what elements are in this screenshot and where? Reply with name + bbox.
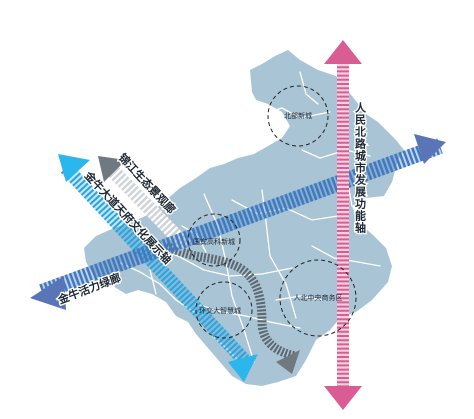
jinjiang-corridor-band <box>106 165 192 251</box>
wenhua-axis-se-arrowhead <box>228 354 258 382</box>
north-south-axis-north-arrowhead <box>324 40 362 64</box>
zone-label-renbei: 人北中央商务区 <box>294 293 343 302</box>
north-south-axis-south-arrowhead <box>324 386 362 410</box>
axis-label-north-south: 人民北路城市发展功能轴 <box>354 101 368 234</box>
zone-circle-huanjiao <box>195 281 253 339</box>
huoli-corridor-east-arrowhead <box>414 134 446 164</box>
north-south-axis-band <box>337 62 349 386</box>
jinjiang-corridor-arrowhead <box>98 156 126 182</box>
wenhua-axis-hatch <box>60 163 250 365</box>
huoli-corridor-hatch <box>39 138 443 300</box>
zone-label-guobin: 国宾高科新城 <box>193 237 235 246</box>
zone-circle-renbei <box>279 259 357 337</box>
ring-road-corridor <box>164 241 298 361</box>
zone-label-beibu: 北部新城 <box>284 111 312 120</box>
wenhua-axis-nw-arrowhead <box>58 154 90 182</box>
zone-circle-beibu <box>267 85 329 147</box>
huoli-corridor-west-arrowhead <box>30 276 66 310</box>
ring-road-end-arrowhead <box>276 350 300 374</box>
zone-label-huanjiao: 环交大智慧城 <box>199 306 241 315</box>
zone-circle-guobin <box>187 213 241 267</box>
